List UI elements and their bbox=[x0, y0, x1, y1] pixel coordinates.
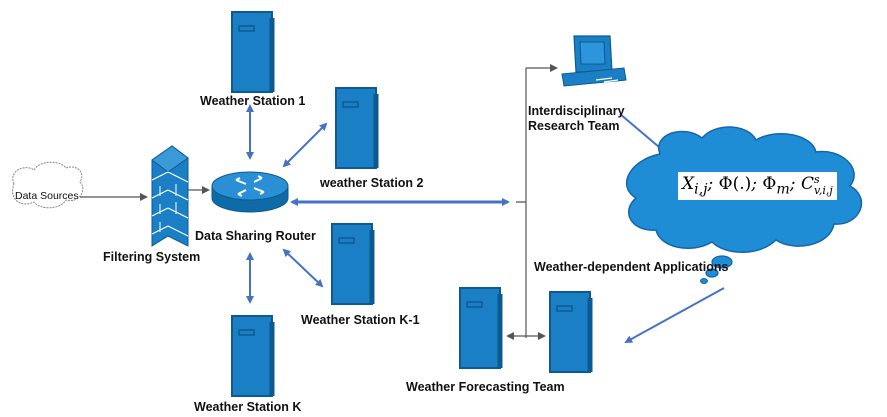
formula-c-sub: v,i,j bbox=[813, 183, 833, 197]
server-forecasting-a-icon bbox=[460, 288, 500, 368]
server-station-k-icon bbox=[232, 316, 272, 396]
link-router-station-2 bbox=[282, 122, 328, 168]
link-router-station-k1 bbox=[282, 248, 324, 288]
server-station-1-icon bbox=[232, 12, 272, 92]
station-1-label: Weather Station 1 bbox=[200, 94, 306, 108]
formula-sep-1: ; bbox=[707, 174, 714, 194]
formula-x: X bbox=[682, 174, 695, 194]
data-sources-label: Data Sources bbox=[15, 190, 79, 202]
server-station-2-icon bbox=[336, 88, 376, 168]
forecasting-team-label: Weather Forecasting Team bbox=[406, 380, 565, 394]
firewall-icon bbox=[151, 145, 189, 247]
server-station-k1-icon bbox=[332, 224, 372, 304]
formula-phi-m: Φ bbox=[762, 174, 777, 194]
formula-c: C bbox=[800, 174, 814, 194]
applications-label: Weather-dependent Applications bbox=[534, 260, 729, 274]
research-team-label: Interdisciplinary Research Team bbox=[528, 104, 625, 134]
router-icon bbox=[211, 171, 289, 213]
server-forecasting-b-icon bbox=[550, 292, 590, 372]
formula-c-sup: s bbox=[813, 172, 820, 186]
data-sources-cloud-icon bbox=[12, 161, 84, 209]
router-label: Data Sharing Router bbox=[195, 229, 316, 243]
station-k1-label: Weather Station K-1 bbox=[301, 313, 420, 327]
formula-sep-2: ; bbox=[751, 174, 758, 194]
link-applications-forecasting bbox=[624, 287, 725, 343]
distribution-bracket bbox=[516, 68, 527, 338]
research-team-label-line2: Research Team bbox=[528, 119, 620, 133]
filtering-system-label: Filtering System bbox=[103, 250, 201, 264]
station-k-label: Weather Station K bbox=[194, 400, 302, 414]
research-team-label-line1: Interdisciplinary bbox=[528, 104, 625, 118]
formula-x-sub: i,j bbox=[694, 181, 708, 198]
formula-phi-m-sub: m bbox=[776, 181, 790, 198]
desktop-computer-icon bbox=[561, 35, 627, 87]
station-2-label: weather Station 2 bbox=[320, 176, 424, 190]
formula-sep-3: ; bbox=[789, 174, 796, 194]
formula-phi-call: Φ(.) bbox=[718, 174, 752, 194]
